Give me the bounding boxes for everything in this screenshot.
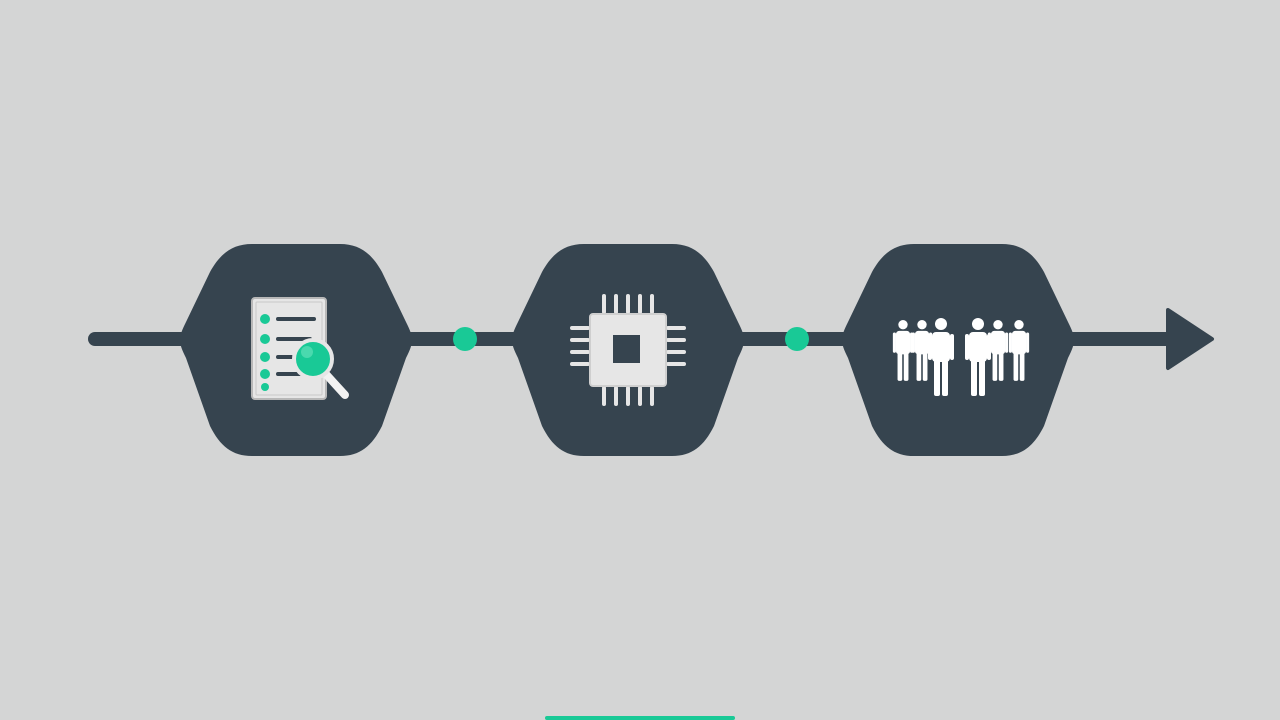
arrow-head-icon <box>1166 308 1214 370</box>
people-group-icon <box>892 318 1030 396</box>
connector-dot <box>785 327 809 351</box>
hexagon-node <box>842 244 1074 456</box>
step-node-2 <box>512 244 744 456</box>
connector-dot <box>453 327 477 351</box>
person-icon <box>987 320 1009 381</box>
step-node-1 <box>180 244 412 456</box>
person-icon <box>1008 320 1030 381</box>
processor-chip-icon <box>570 294 686 406</box>
person-icon <box>928 318 954 396</box>
person-icon <box>965 318 991 396</box>
document-search-icon <box>251 297 349 400</box>
progress-accent-bar <box>545 716 735 720</box>
step-node-3 <box>842 244 1074 456</box>
